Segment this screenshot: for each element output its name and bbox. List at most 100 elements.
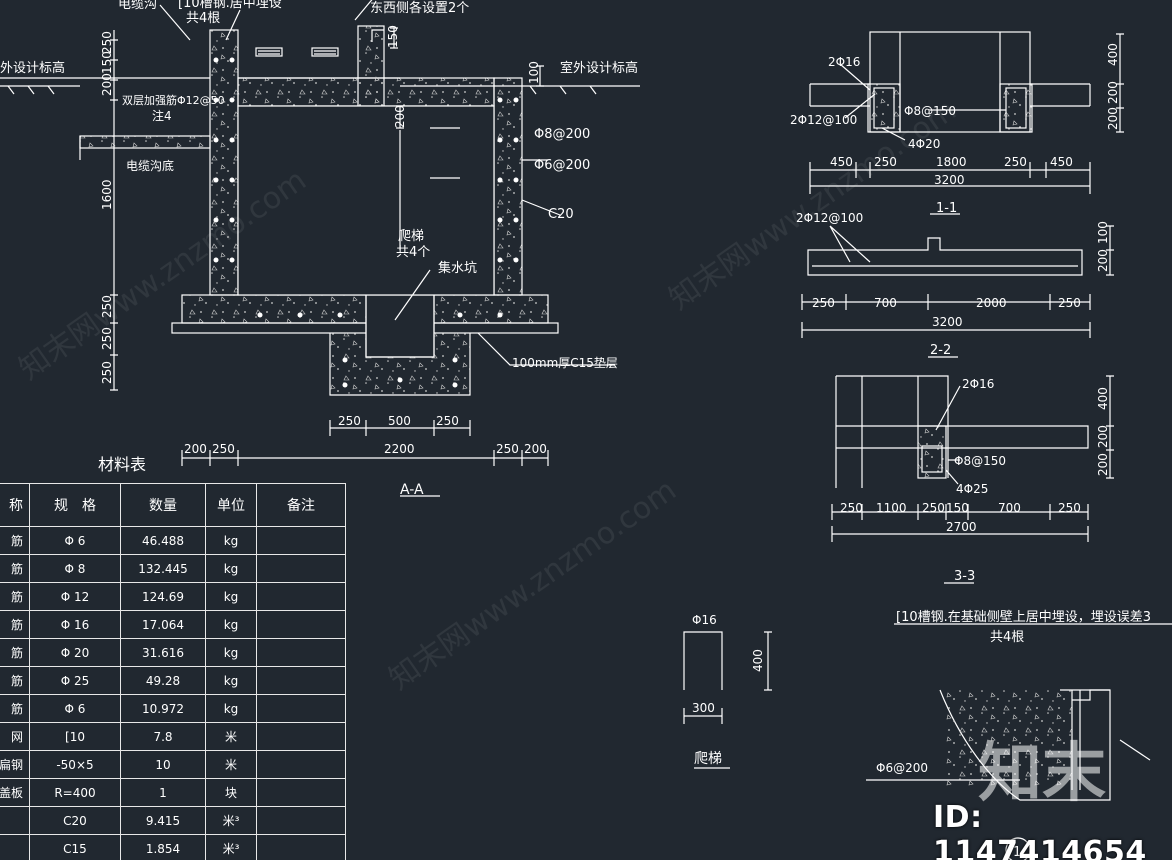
table-cell [256,610,346,639]
s22-dim-total: 3200 [932,315,963,329]
table-cell: 筋 [0,582,30,611]
label-channel-count: 共4根 [186,11,220,26]
aa-dim-v: 250 [100,361,114,384]
label-rebar-8: Φ8@200 [534,127,590,142]
s11-dim-h: 1800 [936,155,967,169]
table-cell: kg [205,554,257,583]
table-cell: C20 [29,806,121,835]
table-header-row: 称 规 格 数量 单位 备注 [0,483,346,527]
s33-dim-h: 700 [998,501,1021,515]
label-cable-trench: 电缆沟 [118,0,157,12]
table-cell [256,526,346,555]
s22-dim-h: 700 [874,296,897,310]
aa-dim-h: 200 [184,442,207,456]
s11-dim-v: 400 [1106,43,1120,66]
table-cell [0,806,30,835]
table-cell: 筋 [0,694,30,723]
label-concrete: C20 [548,207,574,222]
s33-stirrup-label: Φ8@150 [954,454,1006,468]
detail-1-drawing [866,623,1172,860]
label-outdoor-left: 外设计标高 [0,60,65,76]
aa-dim-h: 250 [338,414,361,428]
ladder-width-dim: 300 [692,701,715,715]
s33-dim-v: 200 [1096,453,1110,476]
title-section-33: 3-3 [954,569,975,584]
table-cell: 筋 [0,638,30,667]
table-cell: Φ 25 [29,666,121,695]
aa-dim-v: 150 [386,25,400,48]
table-cell: Φ 12 [29,582,121,611]
s33-bottom-label: 4Φ25 [956,482,988,496]
table-cell: kg [205,638,257,667]
s11-top-label: 2Φ16 [828,55,860,69]
s22-dim-h: 2000 [976,296,1007,310]
s11-dim-h: 250 [1004,155,1027,169]
aa-dim-v: 250 [100,327,114,350]
label-rebar-6: Φ6@200 [534,158,590,173]
label-ladder-count: 共4个 [396,245,430,260]
aa-dim-v: 100 [527,61,541,84]
table-cell: kg [205,666,257,695]
table-cell: C15 [29,834,121,860]
s22-dim-v: 200 [1096,249,1110,272]
table-cell: 米³ [205,806,257,835]
table-cell: 米 [205,750,257,779]
aa-dim-h: 500 [388,414,411,428]
s11-dim-total: 3200 [934,173,965,187]
section-aa-drawing [0,0,640,497]
table-cell [256,666,346,695]
table-cell: Φ 6 [29,526,121,555]
watermark-id-label: ID: 1147414654 [933,800,1147,860]
label-east-west: 东西侧各设置2个 [370,0,469,16]
title-section-22: 2-2 [930,343,951,358]
s33-dim-total: 2700 [946,520,977,534]
table-cell: 132.445 [120,554,206,583]
table-cell [0,834,30,860]
aa-dim-h: 250 [212,442,235,456]
table-cell [256,834,346,860]
ladder-detail-drawing [683,631,772,769]
table-cell [256,582,346,611]
aa-dim-v: 250 [100,31,114,54]
aa-dim-v: 150 [100,51,114,74]
table-cell: [10 [29,722,121,751]
aa-dim-v: 1600 [100,179,114,210]
aa-dim-h: 250 [436,414,459,428]
s22-dim-v: 100 [1096,221,1110,244]
material-table-title: 材料表 [98,455,146,474]
table-cell: 筋 [0,610,30,639]
watermark-logo: 知末 [978,737,1106,811]
s33-dim-h: 250 [1058,501,1081,515]
table-cell: 筋 [0,666,30,695]
title-ladder-detail: 爬梯 [694,751,722,767]
aa-dim-v: 250 [100,295,114,318]
table-cell: kg [205,582,257,611]
table-cell: 扁钢 [0,750,30,779]
s11-dim-h: 250 [874,155,897,169]
table-cell [256,722,346,751]
table-cell [256,694,346,723]
s11-dim-h: 450 [1050,155,1073,169]
table-cell: 17.064 [120,610,206,639]
title-section-11: 1-1 [936,201,957,216]
s33-dim-h: 250 [840,501,863,515]
table-cell: kg [205,526,257,555]
table-header-cell: 单位 [205,483,257,527]
ladder-bar-label: Φ16 [692,613,717,627]
table-cell [256,778,346,807]
table-header-cell: 备注 [256,483,346,527]
s33-dim-h: 150 [946,501,969,515]
table-cell: 块 [205,778,257,807]
s11-dim-v: 200 [1106,107,1120,130]
s22-top-label: 2Φ12@100 [796,211,863,225]
